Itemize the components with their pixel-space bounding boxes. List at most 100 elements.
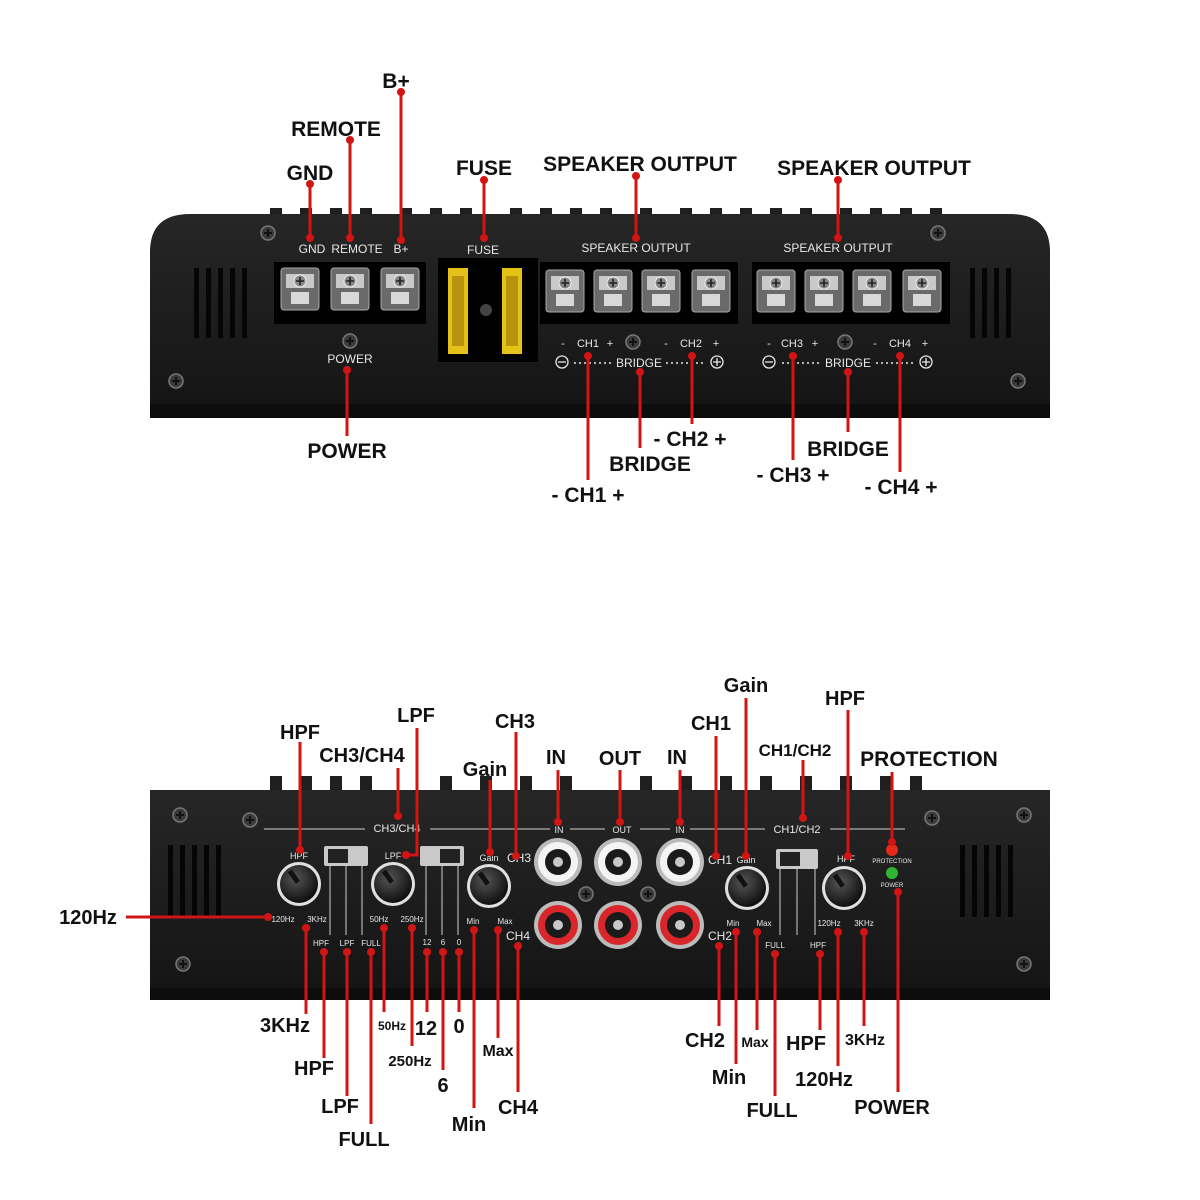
screw-icon — [168, 373, 184, 389]
panel-label-gnd: GND — [299, 242, 326, 256]
rca-jack-icon[interactable] — [534, 838, 582, 886]
panel-label-ch1: CH1 — [708, 853, 732, 867]
callout-ch2: - CH2 + — [654, 428, 727, 451]
callout-speaker-output-b: SPEAKER OUTPUT — [777, 157, 971, 180]
hpf-knob-ch34[interactable] — [277, 862, 321, 906]
gain-knob-ch12[interactable] — [725, 866, 769, 910]
panel-label-ch3: CH3 — [781, 338, 803, 350]
panel-label-in-a: IN — [555, 825, 564, 835]
terminal-screw-icon — [691, 269, 731, 313]
callout-full-b: FULL — [746, 1100, 797, 1122]
callout-hpf-sw-a: HPF — [294, 1058, 334, 1080]
callout-hpf-sw-b: HPF — [786, 1033, 826, 1055]
callout-b-plus: B+ — [382, 70, 409, 93]
panel-label-bridge-b: BRIDGE — [825, 356, 871, 370]
screw-icon — [578, 886, 594, 902]
panel-minus: - — [873, 338, 877, 350]
panel-label-120hz-a: 120Hz — [271, 915, 294, 924]
callout-0: 0 — [453, 1016, 464, 1038]
lpf-knob-ch34[interactable] — [371, 862, 415, 906]
callout-in-b: IN — [667, 747, 687, 769]
callout-bridge-a: BRIDGE — [609, 453, 691, 476]
rca-jack-icon[interactable] — [594, 838, 642, 886]
callout-6: 6 — [437, 1075, 448, 1097]
panel-label-b-plus: B+ — [393, 242, 408, 256]
screw-icon — [260, 225, 276, 241]
callout-ch2: CH2 — [685, 1030, 725, 1052]
panel-label-ch2: CH2 — [680, 338, 702, 350]
callout-remote: REMOTE — [291, 118, 381, 141]
panel-label-ch34: CH3/CH4 — [373, 823, 420, 835]
slide-switch-hpf-full[interactable] — [776, 849, 818, 869]
rca-jack-icon[interactable] — [656, 901, 704, 949]
minus-circle-icon — [762, 355, 776, 369]
callout-speaker-output-a: SPEAKER OUTPUT — [543, 153, 737, 176]
callout-bridge-b: BRIDGE — [807, 438, 889, 461]
screw-icon — [172, 807, 188, 823]
panel-label-bridge-a: BRIDGE — [616, 356, 662, 370]
panel-label-in-b: IN — [676, 825, 685, 835]
panel-label-speaker-output-b: SPEAKER OUTPUT — [783, 241, 893, 255]
terminal-screw-icon — [852, 269, 892, 313]
callout-max-a: Max — [482, 1043, 513, 1060]
panel-label-ch4: CH4 — [889, 338, 911, 350]
callout-power: POWER — [854, 1097, 930, 1119]
bottom-amplifier-panel: CH3/CH4 IN OUT IN CH1/CH2 HPF LPF Gain C… — [150, 776, 1050, 1000]
terminal-screw-icon — [280, 267, 320, 311]
fuse-icon — [502, 268, 522, 354]
terminal-screw-icon — [593, 269, 633, 313]
panel-minus: - — [767, 338, 771, 350]
minus-circle-icon — [555, 355, 569, 369]
panel-label-fuse: FUSE — [467, 243, 499, 257]
callout-lpf-sw: LPF — [321, 1096, 359, 1118]
callout-ch1: CH1 — [691, 713, 731, 735]
panel-label-hpf-sw-b: HPF — [810, 941, 826, 950]
screw-icon — [640, 886, 656, 902]
panel-label-power: POWER — [881, 883, 904, 889]
rca-jack-icon[interactable] — [594, 901, 642, 949]
bottom-callout-lines — [126, 698, 902, 1124]
panel-label-hpf-sw-a: HPF — [313, 939, 329, 948]
panel-minus: - — [664, 338, 668, 350]
panel-label-out: OUT — [613, 825, 633, 835]
callout-ch1: - CH1 + — [552, 484, 625, 507]
plus-circle-icon — [919, 355, 933, 369]
callout-out: OUT — [599, 748, 641, 770]
panel-plus: + — [607, 338, 613, 350]
callout-fuse: FUSE — [456, 157, 512, 180]
panel-label-gain-a: Gain — [479, 853, 498, 863]
screw-icon — [930, 225, 946, 241]
panel-plus: + — [812, 338, 818, 350]
callout-ch34: CH3/CH4 — [319, 745, 405, 767]
panel-label-remote: REMOTE — [331, 242, 382, 256]
callout-protection: PROTECTION — [860, 748, 998, 771]
slide-switch-bass-boost[interactable] — [420, 846, 464, 866]
rca-jack-icon[interactable] — [534, 901, 582, 949]
hpf-knob-ch12[interactable] — [822, 866, 866, 910]
callout-gnd: GND — [287, 162, 334, 185]
screw-icon — [837, 334, 853, 350]
panel-label-protection: PROTECTION — [872, 859, 911, 865]
callout-ch3: - CH3 + — [757, 464, 830, 487]
screw-icon — [924, 810, 940, 826]
panel-label-ch2: CH2 — [708, 929, 732, 943]
callout-gain-b: Gain — [724, 675, 768, 697]
rca-jack-icon[interactable] — [656, 838, 704, 886]
panel-label-speaker-output-a: SPEAKER OUTPUT — [581, 241, 691, 255]
top-amplifier-panel: GND REMOTE B+ FUSE SPEAKER OUTPUT SPEAKE… — [150, 208, 1050, 418]
callout-3khz-a: 3KHz — [260, 1015, 310, 1037]
panel-label-hpf-a: HPF — [290, 851, 309, 861]
panel-label-lpf-sw: LPF — [340, 939, 355, 948]
panel-label-120hz-b: 120Hz — [817, 919, 840, 928]
callout-gain-a: Gain — [463, 759, 507, 781]
terminal-screw-icon — [756, 269, 796, 313]
callout-3khz-b: 3KHz — [845, 1032, 885, 1049]
panel-label-250hz: 250Hz — [400, 915, 423, 924]
slide-switch-hpf-lpf-full[interactable] — [324, 846, 368, 866]
top-callout-lines — [306, 88, 904, 480]
terminal-screw-icon — [641, 269, 681, 313]
callout-ch12: CH1/CH2 — [759, 741, 832, 760]
gain-knob-ch34[interactable] — [467, 864, 511, 908]
panel-label-ch12: CH1/CH2 — [773, 824, 820, 836]
panel-label-full-sw-a: FULL — [361, 939, 381, 948]
